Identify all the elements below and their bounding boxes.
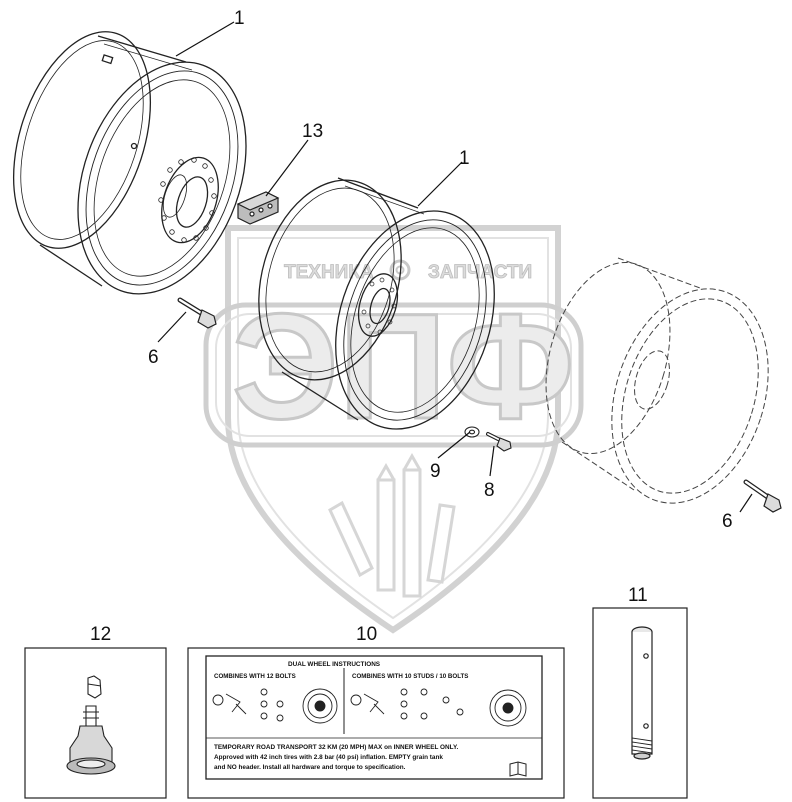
valve-stem [66,705,116,775]
callout-9: 9 [430,461,441,482]
decal-footer-line1: TEMPORARY ROAD TRANSPORT 32 KM (20 MPH) … [214,744,459,751]
callout-12: 12 [90,624,111,645]
washer [464,426,480,438]
callout-6-right: 6 [722,511,733,532]
rim-wheel-top-left [12,31,247,295]
rim-wheel-right-phantom [545,257,769,504]
book-icon [509,761,527,777]
decal-footer-line3: and NO header. Install all hardware and … [214,764,406,771]
decal-left-diagram [212,688,338,724]
watermark-shield: ТЕХНИКА ЗАПЧАСТИ ЭПФ [203,225,584,634]
callout-1-center: 1 [459,148,470,169]
callout-8: 8 [484,480,495,501]
bolt-left [177,297,217,329]
decal-footer-line2: Approved with 42 inch tires with 2.8 bar… [214,754,443,761]
callout-10: 10 [356,624,377,645]
callout-1-top: 1 [234,8,245,29]
rim-wheel-center [258,177,495,430]
decal-left-heading: COMBINES WITH 12 BOLTS [214,673,296,680]
callout-11: 11 [628,585,648,606]
panel-valve-stem [24,647,167,799]
stud-pin [631,626,653,760]
callout-13: 13 [302,121,323,142]
decal-title: DUAL WHEEL INSTRUCTIONS [288,661,381,668]
panel-decal: DUAL WHEEL INSTRUCTIONS COMBINES WITH 12… [187,647,565,799]
callout-leaders [157,21,753,513]
watermark-right-word: ЗАПЧАСТИ [428,262,532,283]
watermark-left-word: ТЕХНИКА [284,262,374,283]
callout-6-left: 6 [148,347,159,368]
panel-stud [592,607,688,799]
watermark-wheat-icon [328,452,456,598]
bolt-right [743,479,782,513]
watermark-big-letters: ЭПФ [232,282,575,450]
decal-right-heading: COMBINES WITH 10 STUDS / 10 BOLTS [352,673,468,680]
bolt-small [486,432,512,452]
spacer-block [236,191,280,225]
valve-cap [87,675,102,699]
decal-right-diagram [350,688,527,727]
